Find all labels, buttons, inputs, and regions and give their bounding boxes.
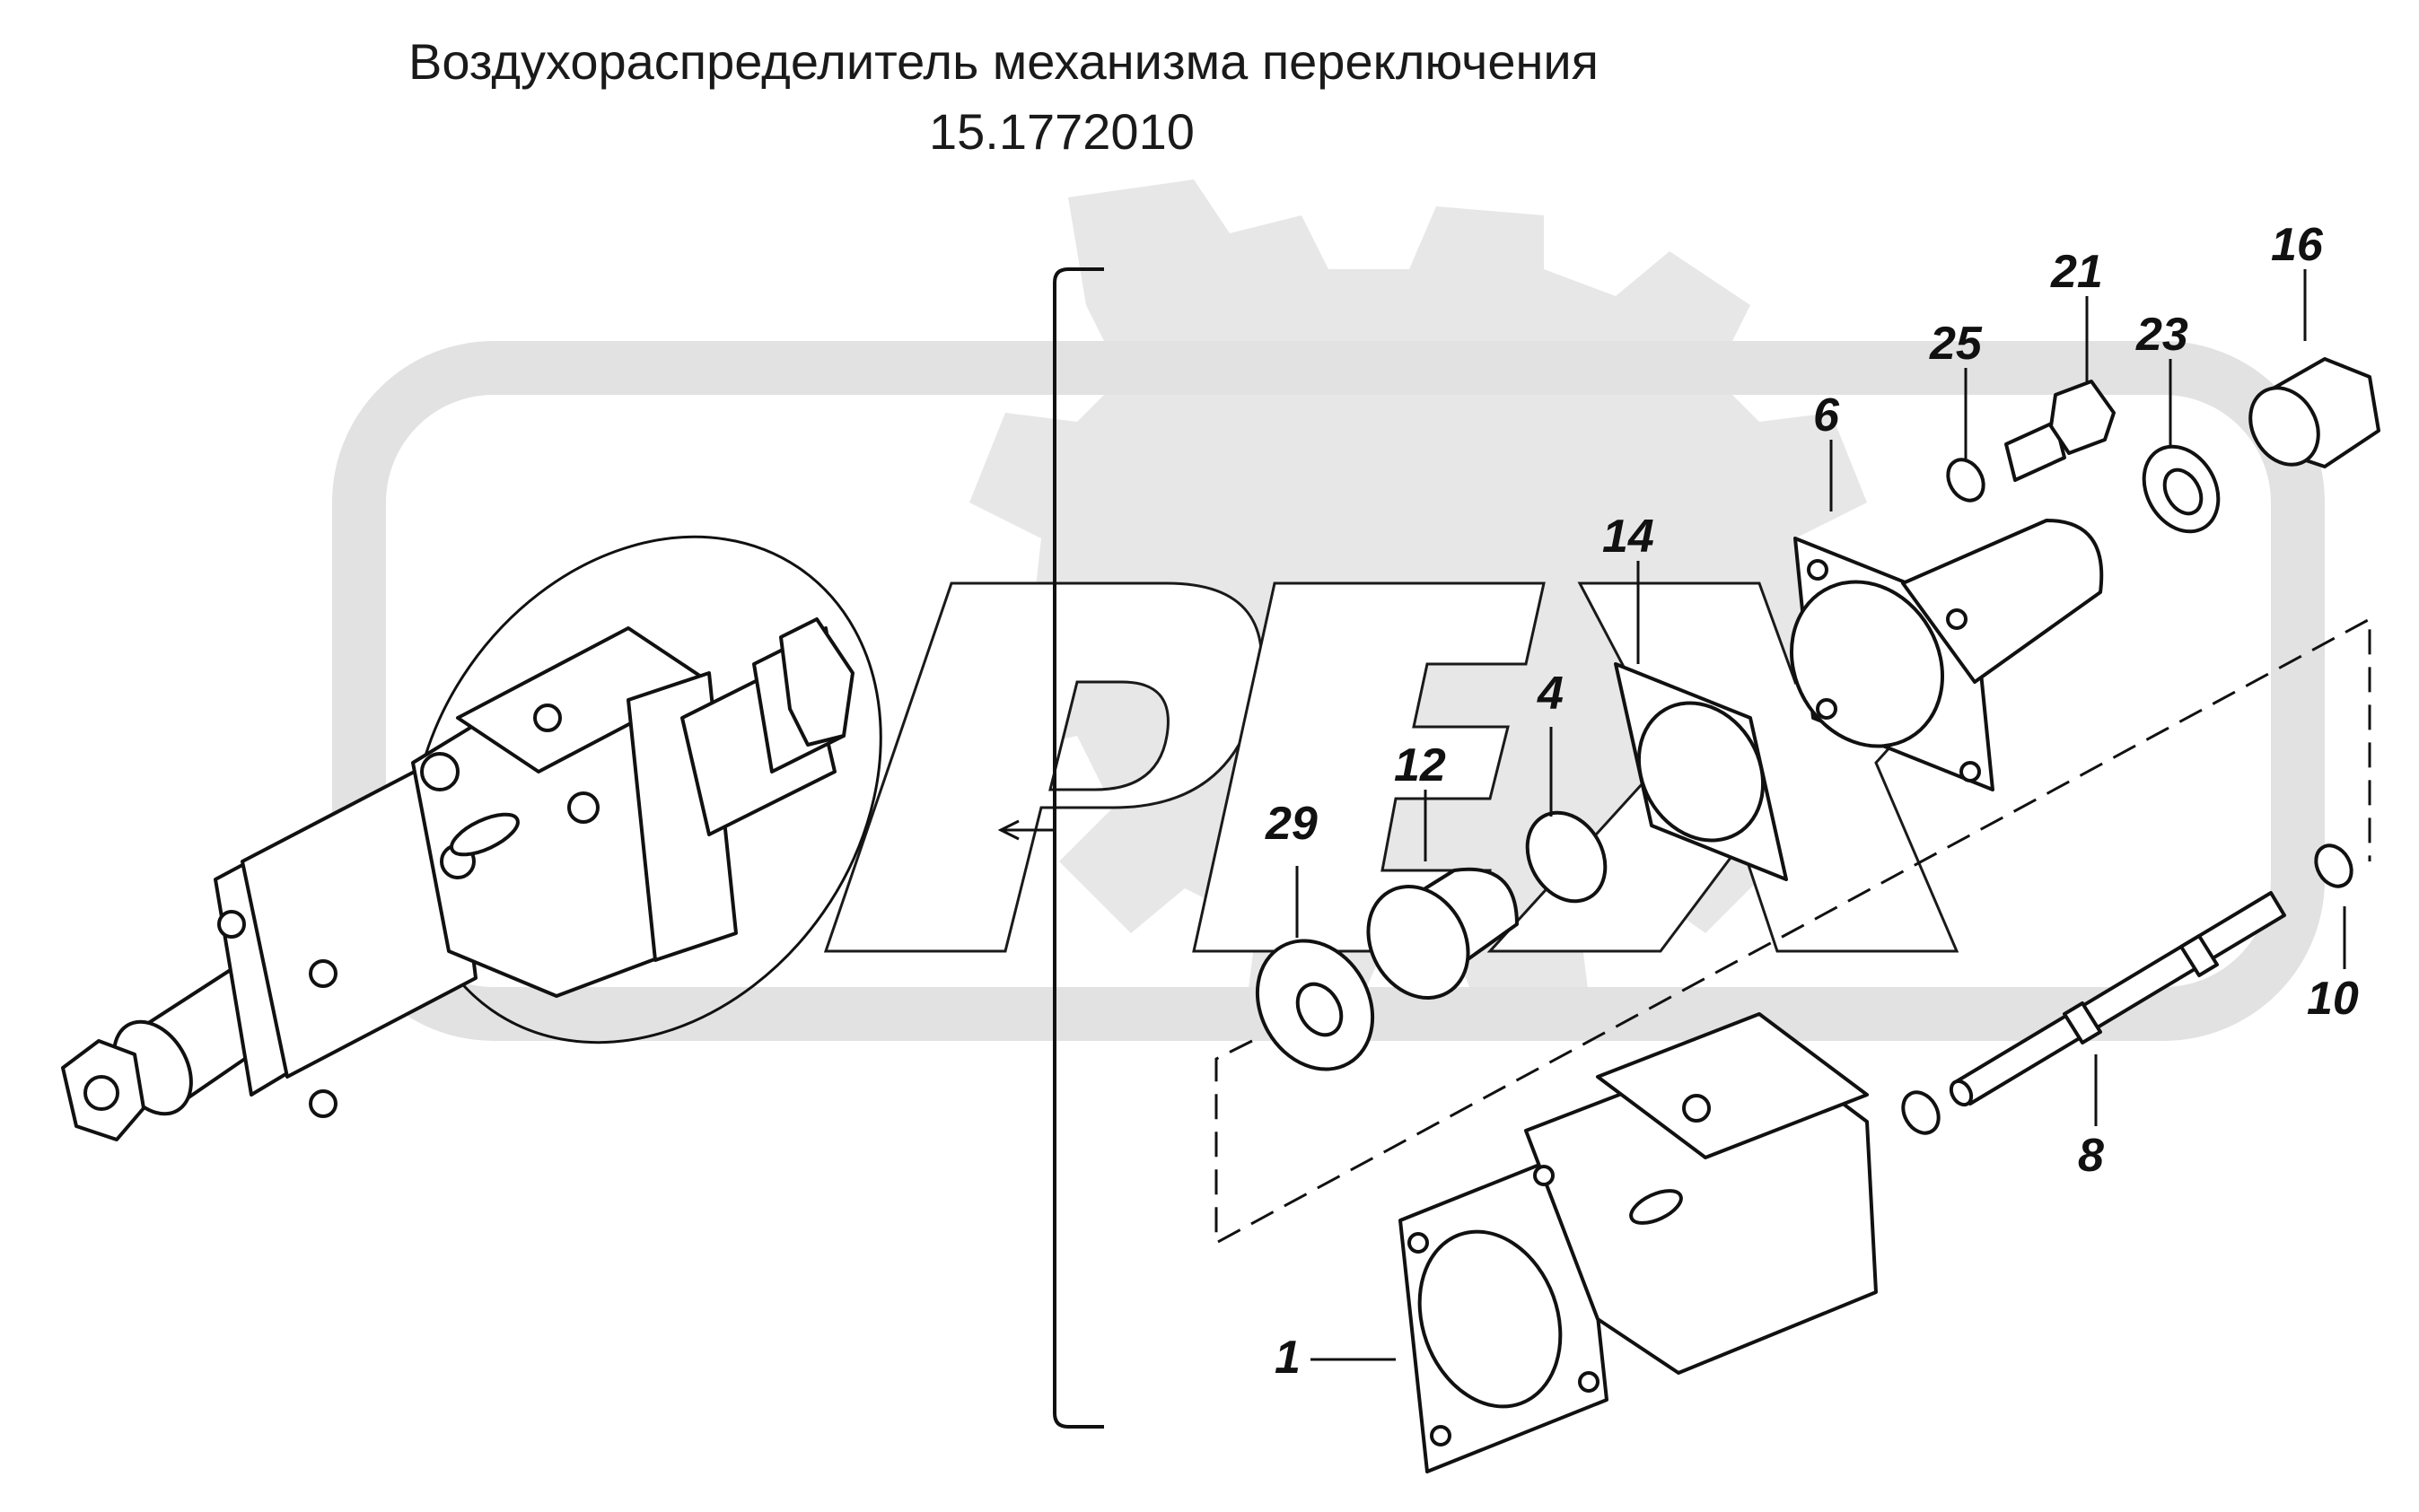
callout-8: 8 [2078, 1130, 2104, 1182]
callout-labels: 29 12 4 14 6 25 21 23 16 10 8 1 [1265, 219, 2359, 1384]
callout-1: 1 [1275, 1332, 1301, 1384]
left-cover-bolt-3 [309, 1089, 337, 1118]
callout-23: 23 [2135, 309, 2188, 361]
part-6-cover [1789, 519, 2104, 791]
callout-10: 10 [2307, 973, 2359, 1025]
callout-4: 4 [1537, 668, 1564, 720]
callout-12: 12 [1394, 739, 1446, 791]
right-cap-nut [779, 617, 855, 747]
left-end-nut-hole [83, 1075, 119, 1111]
assembly-bracket [1053, 267, 1104, 1429]
callout-6: 6 [1813, 389, 1840, 441]
part-25-washer [1946, 458, 1985, 503]
part-12-piston [1366, 867, 1519, 1001]
housing-hole-1 [420, 752, 460, 791]
callout-29: 29 [1265, 798, 1318, 850]
exploded-parts [1255, 357, 2380, 1473]
housing-hole-3 [533, 704, 562, 732]
assembled-air-distributor [61, 535, 882, 1141]
part-number: 15.1772010 [929, 103, 1195, 160]
housing-slot [450, 812, 520, 857]
part-14-gasket [1614, 662, 1788, 881]
callout-21: 21 [2050, 246, 2103, 298]
watermark-letter-p [823, 581, 1264, 953]
bracket-arrow [997, 819, 1055, 841]
part-4-o-ring [1525, 810, 1608, 904]
part-8-valve-stem [1949, 891, 2286, 1107]
diagram-title: Воздухораспределитель механизма переключ… [408, 33, 1600, 90]
part-16-plug [2248, 357, 2380, 468]
part-10-washer [2314, 843, 2353, 888]
assembly-oval [410, 535, 882, 1044]
callout-25: 25 [1929, 318, 1983, 370]
leader-lines [1295, 269, 2346, 1361]
left-cover-bolt-2 [309, 959, 337, 988]
left-cover-bolt-1 [217, 910, 246, 939]
part-8-washer [1901, 1090, 1941, 1135]
housing-hole-4 [567, 791, 600, 824]
callout-14: 14 [1602, 511, 1654, 563]
part-1-housing [1398, 1012, 1878, 1473]
part-23-washer [2142, 444, 2221, 534]
part-21-bolt [2004, 380, 2116, 482]
part-29-washer [1255, 939, 1375, 1071]
left-cover-body [241, 752, 478, 1079]
callout-16: 16 [2271, 219, 2324, 271]
